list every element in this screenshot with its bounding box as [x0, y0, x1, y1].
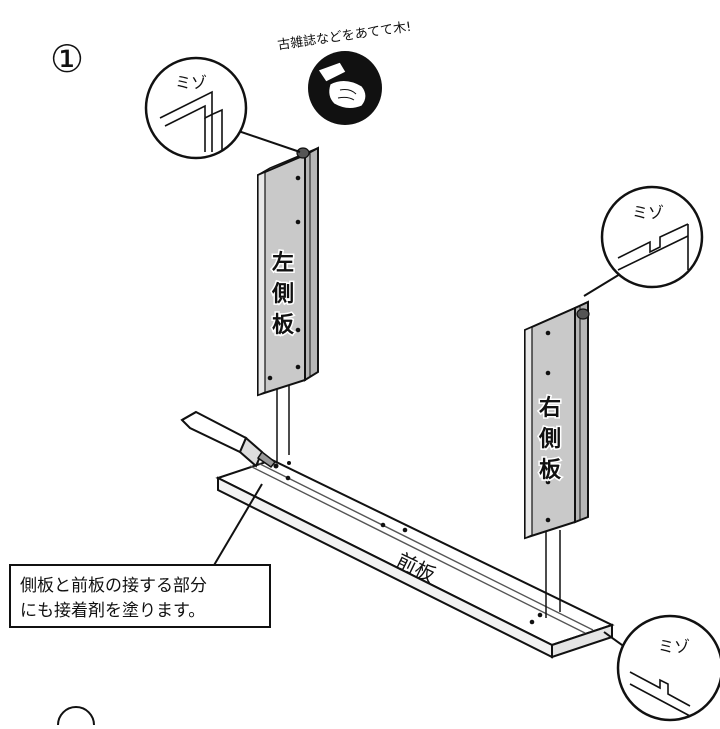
right-side-char-3: 板: [539, 458, 562, 483]
groove-label-left: ミゾ: [175, 73, 207, 92]
glue-note-box: 側板と前板の接する部分 にも接着剤を塗ります。: [9, 564, 271, 628]
groove-callout-right: ミゾ: [583, 185, 704, 297]
hammer-tip-text: 古雑誌などをあてて木!: [277, 19, 413, 54]
groove-callout-left: ミゾ: [144, 56, 301, 160]
hammer-icon: [317, 61, 347, 83]
left-side-char-2: 側: [271, 282, 294, 307]
right-side-char-2: 側: [538, 427, 561, 452]
glue-tube: [180, 410, 279, 469]
right-side-board: 右 側 板: [524, 300, 590, 540]
glue-note-line-2: にも接着剤を塗ります。: [20, 600, 205, 621]
groove-label-bottom: ミゾ: [658, 637, 690, 656]
left-side-char-3: 板: [272, 313, 295, 338]
hand-icon: [328, 79, 367, 110]
groove-label-right: ミゾ: [632, 203, 664, 222]
front-board: 前板: [215, 458, 615, 659]
right-side-char-1: 右: [539, 396, 561, 421]
hammer-tip-badge: 古雑誌などをあてて木!: [277, 19, 413, 125]
left-side-char-1: 左: [272, 250, 294, 276]
left-side-board: 左 側 板: [257, 146, 319, 397]
glue-note-line-1: 側板と前板の接する部分: [20, 576, 207, 596]
groove-callout-bottom: ミゾ: [603, 614, 720, 722]
step-number: ①: [50, 37, 84, 81]
